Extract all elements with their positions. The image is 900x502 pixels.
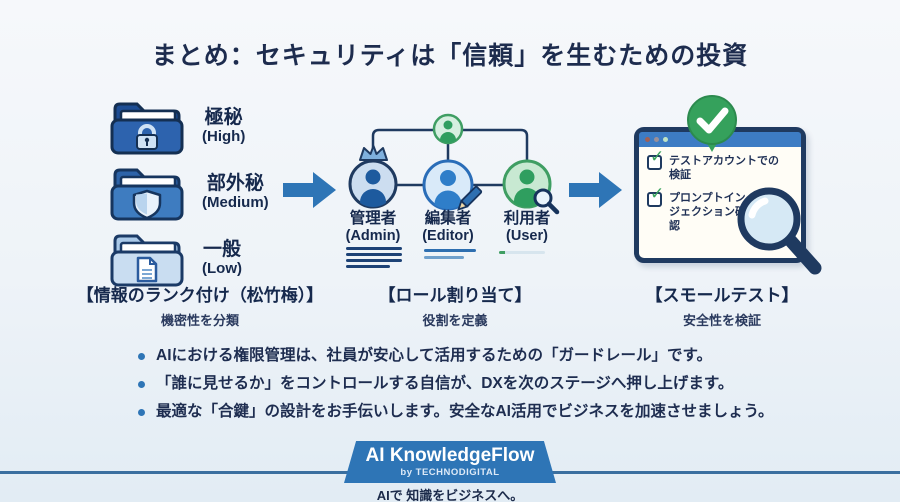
member-label-admin: 管理者 (Admin): [325, 210, 421, 244]
folder-level: (High): [202, 127, 246, 145]
checklist-item: ✓ プロンプトインジェクション確認: [647, 185, 795, 234]
arrow-right-icon: [283, 172, 336, 208]
folder-lock-icon: [110, 102, 184, 155]
info-ranking-group: 極秘 (High) 部外秘 (Medium): [106, 96, 269, 294]
checklist-item: ✓ テストアカウントでの検証: [647, 148, 795, 183]
user-avatar-icon: [502, 159, 560, 215]
window-dot-icon: [645, 137, 650, 142]
editor-avatar-icon: [422, 159, 483, 211]
member-name: 管理者: [349, 210, 397, 227]
editor-permission-lines: [424, 249, 476, 262]
bullet-item: 「誰に見せるか」をコントロールする自信が、DXを次のステージへ押し上げます。: [138, 374, 818, 394]
member-label-editor: 編集者 (Editor): [400, 210, 496, 244]
brand-badge: AI KnowledgeFlow by TECHNODIGITAL: [344, 441, 556, 483]
admin-avatar-icon: [348, 145, 398, 209]
user-permission-lines: [499, 251, 545, 257]
member-name: 編集者: [424, 210, 472, 227]
folder-row-high: 極秘 (High): [106, 96, 269, 156]
bullet-dot-icon: [138, 381, 145, 389]
bullet-text: AIにおける権限管理は、社員が安心して活用するための「ガードレール」です。: [156, 347, 712, 364]
section-subtitle: 安全性を検証: [682, 313, 761, 329]
section-heading-test: 【スモールテスト】 安全性を検証: [592, 286, 852, 329]
window-dot-icon: [654, 137, 659, 142]
folder-label: 部外秘: [206, 172, 264, 194]
crown-icon: [359, 145, 388, 161]
summary-bullets: AIにおける権限管理は、社員が安心して活用するための「ガードレール」です。 「誰…: [138, 346, 818, 430]
magnifying-glass-icon: [737, 187, 822, 275]
section-title: 【スモールテスト】: [645, 286, 799, 305]
bullet-item: AIにおける権限管理は、社員が安心して活用するための「ガードレール」です。: [138, 346, 818, 366]
page-title: まとめ：セキュリティは「信頼」を生むための投資: [151, 42, 749, 70]
section-subtitle: 機密性を分類: [160, 313, 239, 329]
folder-caption-medium: 部外秘 (Medium): [202, 173, 269, 211]
checklist-text: プロンプトインジェクション確認: [669, 191, 746, 233]
folder-document-icon: [110, 234, 184, 287]
bullet-text: 最適な「合鍵」の設計をお手伝いします。安全なAI活用でビジネスを加速させましょう…: [156, 403, 774, 421]
section-heading-roles: 【ロール割り当て】 役割を定義: [325, 286, 585, 329]
folder-caption-high: 極秘 (High): [202, 107, 245, 145]
checklist-text: テストアカウントでの検証: [669, 155, 779, 182]
section-title: 【ロール割り当て】: [378, 286, 532, 305]
brand-name: AI KnowledgeFlow: [365, 445, 535, 467]
checkbox-check-icon: ✓: [647, 148, 664, 170]
bullet-dot-icon: [138, 409, 145, 417]
section-title: 【情報のランク付け（松竹梅）】: [76, 286, 324, 305]
checkbox-check-icon: ✓: [647, 185, 664, 207]
folder-level: (Medium): [202, 193, 269, 211]
folder-label: 極秘: [204, 106, 243, 128]
bullet-dot-icon: [138, 353, 145, 360]
folder-row-medium: 部外秘 (Medium): [106, 162, 269, 222]
bullet-item: 最適な「合鍵」の設計をお手伝いします。安全なAI活用でビジネスを加速させましょう…: [138, 402, 818, 422]
bullet-text: 「誰に見せるか」をコントロールする自信が、DXを次のステージへ押し上げます。: [156, 375, 734, 393]
section-subtitle: 役割を定義: [422, 313, 488, 329]
member-role: (Editor): [422, 227, 474, 244]
section-heading-ranking: 【情報のランク付け（松竹梅）】 機密性を分類: [40, 286, 360, 329]
member-role: (User): [506, 227, 548, 244]
checklist: ✓ テストアカウントでの検証 ✓ プロンプトインジェクション確認: [639, 147, 801, 233]
pencil-icon: [457, 185, 483, 211]
window-dot-icon: [663, 137, 668, 142]
team-avatar-icon: [432, 113, 464, 145]
folder-label: 一般: [202, 238, 241, 260]
member-role: (Admin): [345, 227, 401, 244]
brand-byline: by TECHNODIGITAL: [400, 466, 500, 478]
admin-permission-lines: [346, 247, 402, 271]
folder-level: (Low): [202, 259, 242, 277]
member-name: 利用者: [503, 210, 551, 227]
arrow-right-icon: [569, 172, 622, 208]
folder-caption-low: 一般 (Low): [202, 239, 242, 277]
folder-row-low: 一般 (Low): [106, 228, 269, 288]
user-magnifier-icon: [533, 188, 560, 215]
footer-tagline: AIで 知識をビジネスへ。: [376, 488, 524, 502]
role-org-chart: [348, 113, 560, 215]
member-label-user: 利用者 (User): [479, 210, 575, 244]
folder-shield-icon: [110, 168, 184, 221]
checkmark-badge-icon: [687, 95, 737, 152]
